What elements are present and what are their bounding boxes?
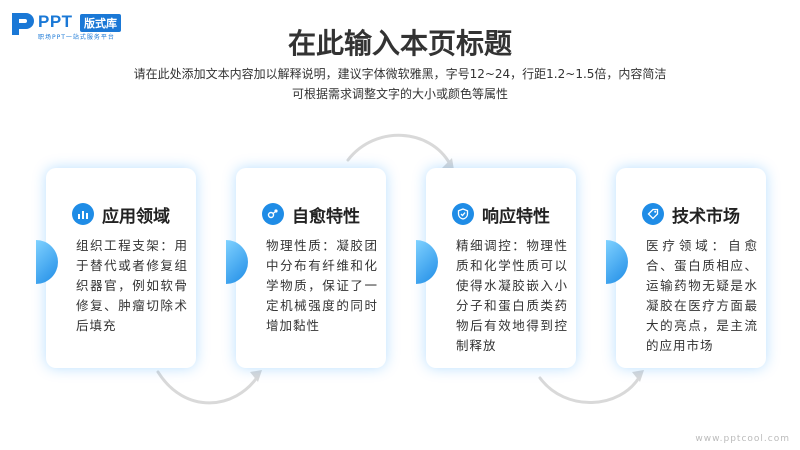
card-body: 组织工程支架：用于替代或者修复组织器官，例如软骨修复、肿瘤切除术后填充 bbox=[76, 238, 188, 333]
page-title: 在此输入本页标题 bbox=[287, 27, 512, 60]
logo-mark-icon bbox=[12, 13, 34, 35]
subtitle-line-2: 可根据需求调整文字的大小或颜色等属性 bbox=[291, 87, 508, 101]
molecule-icon bbox=[262, 203, 284, 225]
card-accent-half-circle bbox=[226, 240, 248, 284]
arrowhead-2 bbox=[442, 158, 454, 170]
card-head: 响应特性 bbox=[426, 202, 576, 227]
arc-connector-1 bbox=[156, 370, 260, 405]
card-body: 精细调控：物理性质和化学性质可以使得水凝胶嵌入小分子和蛋白质类药物后有效地得到控… bbox=[456, 238, 568, 353]
card-heading: 自愈特性 bbox=[292, 206, 360, 227]
card-body: 医疗领域：自愈合、蛋白质相应、运输药物无疑是水凝胶在医疗方面最大的亮点，是主流的… bbox=[646, 238, 758, 353]
card-self-healing: 自愈特性 物理性质：凝胶团中分布有纤维和化学物质，保证了一定机械强度的同时增加黏… bbox=[236, 168, 386, 368]
card-application-field: 应用领域 组织工程支架：用于替代或者修复组织器官，例如软骨修复、肿瘤切除术后填充 bbox=[46, 168, 196, 368]
logo-brand: PPT bbox=[38, 12, 73, 31]
logo: PPT 版式库 职场PPT一站式服务平台 bbox=[8, 8, 158, 42]
chart-icon bbox=[72, 203, 94, 225]
watermark: www.pptcool.com bbox=[695, 434, 790, 444]
card-heading: 应用领域 bbox=[102, 206, 170, 227]
arrowhead-3 bbox=[632, 370, 644, 382]
card-head: 技术市场 bbox=[616, 202, 766, 227]
logo-badge: 版式库 bbox=[80, 14, 121, 32]
card-accent-half-circle bbox=[36, 240, 58, 284]
logo-slogan: 职场PPT一站式服务平台 bbox=[38, 34, 115, 41]
tag-icon bbox=[642, 203, 664, 225]
card-body: 物理性质：凝胶团中分布有纤维和化学物质，保证了一定机械强度的同时增加黏性 bbox=[266, 238, 378, 333]
shield-check-icon bbox=[452, 203, 474, 225]
card-accent-half-circle bbox=[416, 240, 438, 284]
arc-connector-3 bbox=[538, 374, 642, 404]
arrowhead-1 bbox=[250, 370, 262, 382]
page-subtitle: 请在此处添加文本内容加以解释说明，建议字体微软雅黑，字号12~24，行距1.2~… bbox=[100, 64, 700, 104]
card-heading: 响应特性 bbox=[482, 206, 550, 227]
subtitle-line-1: 请在此处添加文本内容加以解释说明，建议字体微软雅黑，字号12~24，行距1.2~… bbox=[133, 67, 667, 81]
card-accent-half-circle bbox=[606, 240, 628, 284]
card-heading: 技术市场 bbox=[672, 206, 740, 227]
card-head: 应用领域 bbox=[46, 202, 196, 227]
card-responsive: 响应特性 精细调控：物理性质和化学性质可以使得水凝胶嵌入小分子和蛋白质类药物后有… bbox=[426, 168, 576, 368]
arc-connector-2 bbox=[346, 133, 452, 166]
card-head: 自愈特性 bbox=[236, 202, 386, 227]
card-technology-market: 技术市场 医疗领域：自愈合、蛋白质相应、运输药物无疑是水凝胶在医疗方面最大的亮点… bbox=[616, 168, 766, 368]
